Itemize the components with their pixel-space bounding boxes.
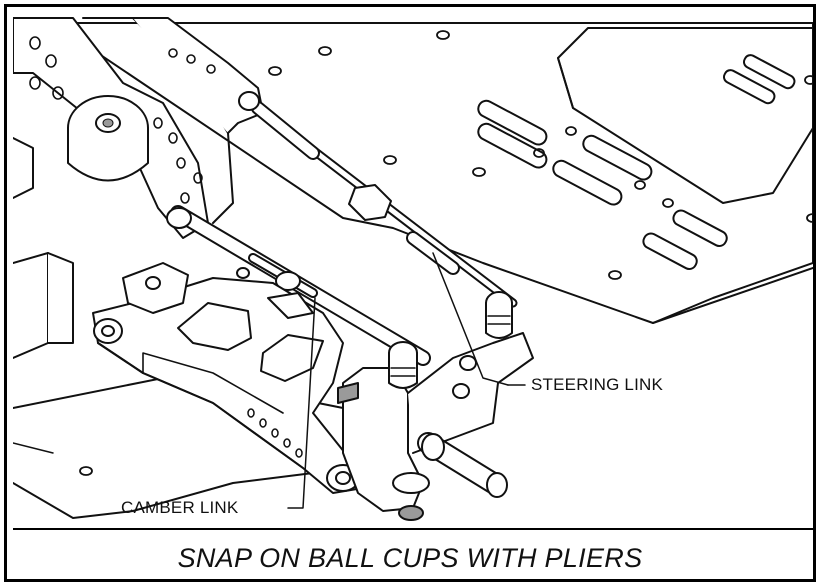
figure-caption: SNAP ON BALL CUPS WITH PLIERS [177,543,643,573]
steering-knuckle [337,291,534,521]
illustration-panel: STEERING LINK CAMBER LINK [13,13,813,530]
callout-leaders [287,252,526,509]
camber-link-rod [166,205,431,366]
camber-link-label: CAMBER LINK [121,498,239,517]
assembly-drawing [13,17,813,521]
shock-tower [13,17,264,359]
suspension-arm [92,262,364,494]
diagram-frame: STEERING LINK CAMBER LINK SNAP ON BALL C… [4,4,816,582]
steering-link-label: STEERING LINK [531,375,664,394]
